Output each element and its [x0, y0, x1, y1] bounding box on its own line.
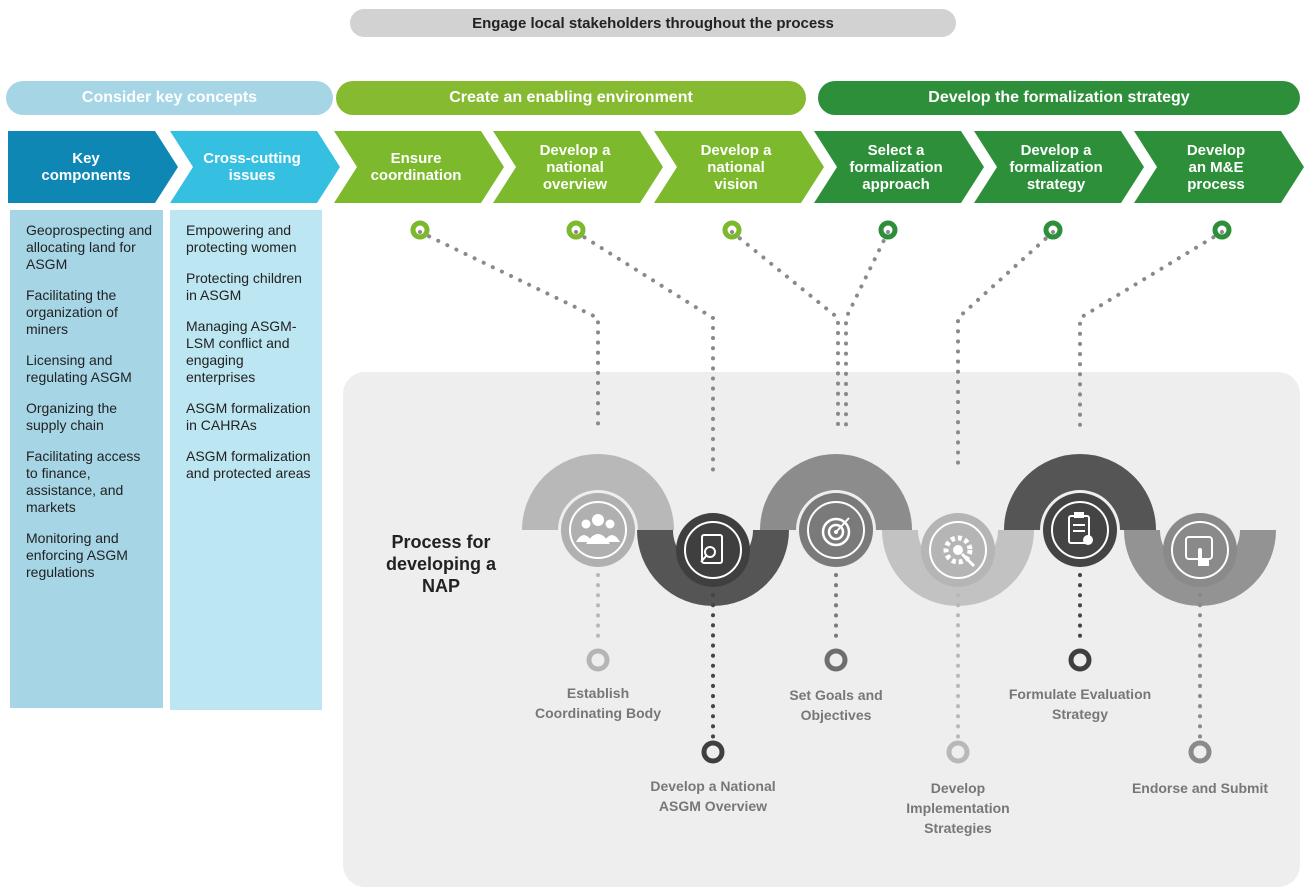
ring-icon: [1043, 220, 1063, 240]
touch-screen-icon: [1163, 513, 1237, 587]
list-item: Licensing and regulating ASGM: [26, 352, 132, 385]
list-item: Organizing the supply chain: [26, 400, 118, 433]
document-search-icon: [676, 513, 750, 587]
step-connectors: [596, 573, 1202, 739]
chevron-formalization-approach: Select a formalization approach: [814, 131, 984, 203]
chevron-rings: [410, 220, 1232, 240]
clipboard-check-icon: [1043, 493, 1117, 567]
ring-icon: [878, 220, 898, 240]
phase-strategy: Develop the formalization strategy: [818, 81, 1300, 115]
connector-3: [730, 230, 840, 430]
chevron-national-overview: Develop a national overview: [493, 131, 663, 203]
cross-cutting-list: Empowering and protecting women Protecti…: [170, 210, 322, 710]
target-icon: [799, 493, 873, 567]
ring-icon: [566, 220, 586, 240]
stakeholder-banner: Engage local stakeholders throughout the…: [350, 9, 956, 37]
step-label-endorse: Endorse and Submit: [1131, 780, 1269, 796]
step-label-overview: Develop a National ASGM Overview: [650, 778, 776, 814]
list-item: Monitoring and enforcing ASGM regulation…: [26, 530, 128, 580]
gear-wrench-icon: [921, 513, 995, 587]
connector-2: [574, 230, 715, 472]
wave-ribbon: [522, 454, 1276, 606]
ring-icon: [1188, 740, 1212, 764]
phase-enabling: Create an enabling environment: [336, 81, 806, 115]
key-components-list: Geoprospecting and allocating land for A…: [10, 210, 163, 708]
step-label-establish: Establish Coordinating Body: [535, 685, 661, 721]
chevron-ensure-coordination: Ensure coordination: [334, 131, 504, 203]
chevron-me-process: Develop an M&E process: [1134, 131, 1304, 203]
list-item: ASGM formalization in CAHRAs: [186, 400, 311, 433]
connector-1: [418, 230, 600, 430]
list-item: Protecting children in ASGM: [186, 270, 302, 303]
list-item: Facilitating the organization of miners: [26, 287, 118, 337]
chevron-formalization-strategy: Develop a formalization strategy: [974, 131, 1144, 203]
ring-icon: [946, 740, 970, 764]
list-item: Geoprospecting and allocating land for A…: [26, 222, 153, 272]
step-icons: [561, 493, 1237, 587]
ring-icon: [701, 740, 725, 764]
connector-5: [956, 230, 1055, 472]
step-label-evaluation: Formulate Evaluation Strategy: [1008, 686, 1152, 722]
ring-icon: [1068, 648, 1092, 672]
step-label-goals: Set Goals and Objectives: [789, 687, 883, 723]
phase-concepts: Consider key concepts: [6, 81, 333, 115]
chevron-key-components: Key components: [8, 131, 178, 203]
list-item: ASGM formalization and protected areas: [186, 448, 311, 481]
step-label-implementation: Develop Implementation Strategies: [906, 780, 1010, 836]
chevron-national-vision: Develop a national vision: [654, 131, 824, 203]
connector-6: [1078, 230, 1224, 430]
list-item: Facilitating access to finance, assistan…: [26, 448, 141, 515]
chevron-cross-cutting: Cross-cutting issues: [170, 131, 340, 203]
list-item: Empowering and protecting women: [186, 222, 297, 255]
connector-4: [844, 230, 890, 430]
process-title: Process for developing a NAP: [385, 532, 497, 596]
ring-icon: [410, 220, 430, 240]
ring-icon: [722, 220, 742, 240]
step-rings: [586, 648, 1212, 764]
ring-icon: [824, 648, 848, 672]
connector-lines: [418, 230, 1224, 472]
people-icon: [561, 493, 635, 567]
ring-icon: [1212, 220, 1232, 240]
ring-icon: [586, 648, 610, 672]
list-item: Managing ASGM-LSM conflict and engaging …: [186, 318, 297, 385]
